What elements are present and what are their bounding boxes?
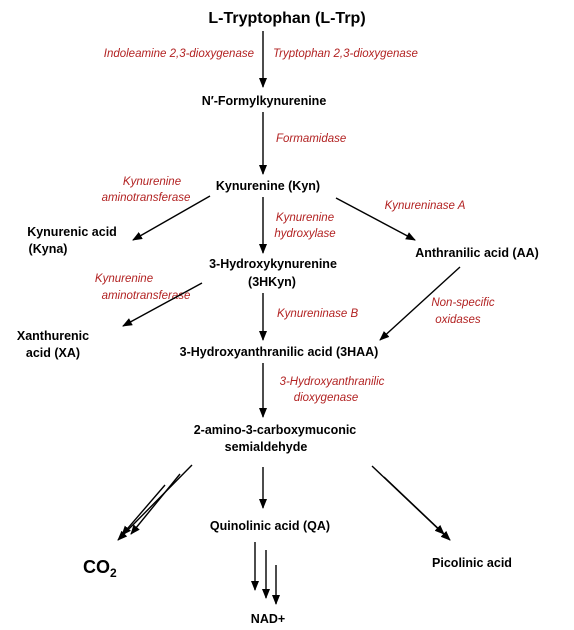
node-n-formylkynurenine: N′-Formylkynurenine — [202, 94, 327, 108]
node-l-tryptophan: L-Tryptophan (L-Trp) — [208, 10, 365, 27]
enzyme-formamidase: Formamidase — [276, 133, 346, 145]
node-3-hydroxykynurenine: 3-Hydroxykynurenine — [209, 257, 337, 271]
enzyme-kynureninase-b: Kynureninase B — [277, 308, 359, 320]
arrow-3hk-to-xa — [122, 282, 203, 327]
enzyme-haao-line2: dioxygenase — [294, 392, 359, 404]
node-3-hydroxykynurenine-abbr: (3HKyn) — [248, 275, 296, 289]
node-kynurenine: Kynurenine (Kyn) — [216, 179, 320, 193]
arrow-acms-to-co2-2 — [130, 473, 181, 535]
arrow-acms-to-co2-1 — [117, 464, 193, 541]
node-acms-line2: semialdehyde — [225, 440, 308, 454]
arrow-acms-to-picolinic-2 — [383, 476, 445, 535]
enzyme-kmo: Kynurenine — [276, 212, 334, 224]
arrow-kyn-to-aa — [335, 197, 416, 241]
enzyme-tdo: Tryptophan 2,3-dioxygenase — [273, 48, 418, 60]
enzyme-kat-2-line2: aminotransferase — [102, 290, 191, 302]
enzyme-kmo-line2: hydroxylase — [274, 228, 335, 240]
node-anthranilic-acid: Anthranilic acid (AA) — [415, 246, 539, 260]
enzyme-non-specific-oxidases: Non-specific — [431, 297, 495, 309]
arrow-acms-to-co2-3 — [121, 484, 166, 536]
enzyme-haao: 3-Hydroxyanthranilic — [280, 376, 385, 388]
enzyme-non-specific-oxidases-line2: oxidases — [435, 314, 481, 326]
node-xanthurenic-acid-abbr: acid (XA) — [26, 346, 80, 360]
enzyme-kat-1: Kynurenine — [123, 176, 181, 188]
enzyme-kat-1-line2: aminotransferase — [102, 192, 191, 204]
node-co2: CO2 — [83, 557, 117, 580]
enzyme-kat-2: Kynurenine — [95, 273, 153, 285]
node-xanthurenic-acid: Xanthurenic — [17, 329, 89, 343]
node-acms: 2-amino-3-carboxymuconic — [194, 423, 357, 437]
arrow-kyn-to-kyna — [132, 195, 211, 241]
enzyme-ido: Indoleamine 2,3-dioxygenase — [104, 48, 254, 60]
node-kynurenic-acid: Kynurenic acid — [27, 225, 117, 239]
arrow-aa-to-3haa — [379, 266, 461, 341]
node-quinolinic-acid: Quinolinic acid (QA) — [210, 519, 330, 533]
node-kynurenic-acid-abbr: (Kyna) — [29, 242, 68, 256]
node-picolinic-acid: Picolinic acid — [432, 556, 512, 570]
node-nad: NAD+ — [251, 612, 285, 626]
node-3-hydroxyanthranilic-acid: 3-Hydroxyanthranilic acid (3HAA) — [180, 345, 379, 359]
enzyme-kynureninase-a: Kynureninase A — [385, 200, 466, 212]
